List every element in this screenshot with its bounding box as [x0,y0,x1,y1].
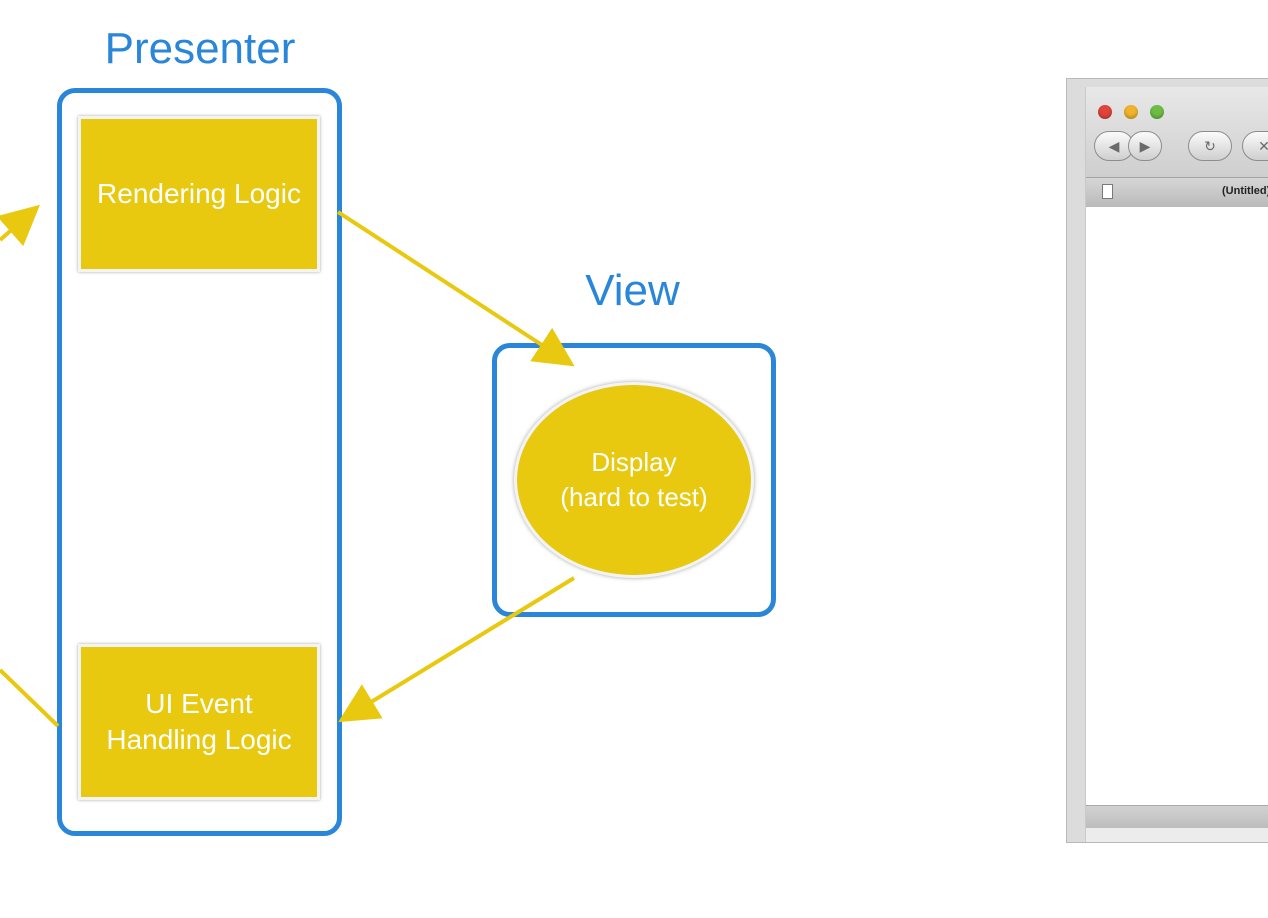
document-icon [1102,184,1113,199]
zoom-window-icon[interactable] [1150,105,1164,119]
browser-window: ◀ ▶ ↻ ✕ (Untitled) [1066,78,1268,843]
arrow-into-rendering [0,204,40,247]
ui-event-handling-logic-box: UI Event Handling Logic [78,644,320,800]
reload-icon: ↻ [1204,137,1216,154]
view-frame [492,343,776,617]
browser-tab-bar [1086,177,1268,208]
minimize-window-icon[interactable] [1124,105,1138,119]
browser-status-bar [1086,805,1268,828]
close-window-icon[interactable] [1098,105,1112,119]
presenter-frame [57,88,342,836]
forward-arrow-icon: ▶ [1139,137,1151,154]
back-button[interactable]: ◀ [1094,131,1134,161]
back-arrow-icon: ◀ [1108,137,1120,154]
arrow-display-to-event [338,576,576,723]
stop-icon: ✕ [1258,138,1268,155]
browser-frame: ◀ ▶ ↻ ✕ (Untitled) [1085,87,1268,842]
presenter-title: Presenter [104,24,296,73]
tab-title[interactable]: (Untitled) [1222,185,1268,197]
stop-button[interactable]: ✕ [1242,131,1268,161]
rendering-logic-box: Rendering Logic [78,116,320,272]
arrow-render-to-display [336,210,575,367]
reload-button[interactable]: ↻ [1188,131,1232,161]
forward-button[interactable]: ▶ [1128,131,1162,161]
browser-content [1086,207,1268,806]
display-ellipse: Display (hard to test) [514,382,754,578]
view-title: View [585,266,680,315]
arrow-out-of-event [0,668,60,728]
